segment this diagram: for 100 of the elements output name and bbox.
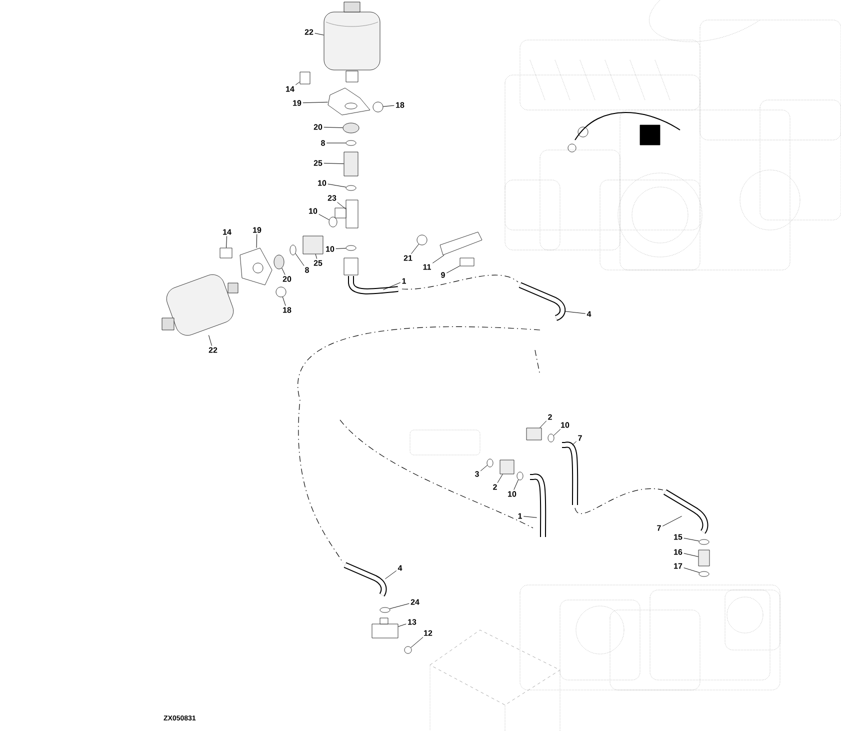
bracket-drawing	[328, 88, 370, 116]
nut-drawing	[274, 254, 284, 270]
tee-fitting-drawing	[334, 200, 358, 228]
callout-number: 21	[404, 255, 412, 261]
fitting-drawing	[698, 550, 710, 566]
ring-drawing	[516, 472, 524, 480]
leader-line	[295, 82, 300, 86]
hose-drawing	[530, 474, 546, 537]
callout-number: 14	[223, 229, 232, 235]
leader-line	[382, 282, 401, 290]
leader-line	[282, 268, 286, 276]
bracket-drawing	[240, 248, 272, 286]
callout-number: 12	[424, 630, 432, 636]
callout-number: 3	[474, 471, 479, 477]
tank-drawing	[324, 2, 380, 82]
callout-number: 14	[286, 86, 294, 92]
callout-number: 20	[314, 124, 322, 130]
leader-line	[410, 636, 424, 648]
leader-line	[336, 248, 346, 249]
callout-number: 11	[423, 264, 431, 270]
callout-number: 10	[508, 491, 516, 497]
fitting-drawing	[302, 236, 324, 254]
callout-number: 23	[328, 195, 336, 201]
callout-number: 25	[314, 260, 322, 266]
callout-number: 9	[441, 272, 445, 278]
hose-drawing	[518, 282, 566, 321]
bolt-drawing	[460, 258, 474, 266]
leader-line	[318, 214, 330, 220]
leader-line	[382, 105, 394, 107]
leader-line	[256, 234, 258, 248]
callout-number: 19	[293, 100, 302, 106]
leader-line	[328, 184, 346, 188]
callout-number: 18	[283, 307, 292, 313]
hose-drawing	[344, 562, 387, 596]
leader-line	[326, 142, 346, 144]
leader-line	[684, 538, 700, 542]
ring-drawing	[346, 140, 356, 146]
leader-line	[389, 603, 410, 609]
ring-drawing	[328, 216, 338, 228]
ring-drawing	[346, 185, 356, 191]
leader-line	[564, 311, 586, 314]
callout-number: 17	[674, 563, 682, 569]
leader-line	[398, 624, 406, 627]
clamp-drawing	[440, 232, 482, 256]
callout-number: 10	[561, 422, 570, 428]
nut-drawing	[416, 234, 428, 246]
leader-line	[384, 570, 397, 580]
callout-number: 8	[321, 140, 325, 146]
leader-line	[315, 254, 318, 260]
callout-number: 7	[657, 525, 661, 531]
callout-number: 4	[586, 311, 592, 317]
fitting-drawing	[526, 428, 542, 440]
ring-drawing	[486, 458, 494, 468]
callout-number: 19	[253, 227, 262, 233]
callout-number: 22	[208, 347, 218, 353]
leader-line	[540, 420, 547, 428]
leader-line	[432, 254, 444, 264]
tee-fitting-drawing	[372, 618, 398, 638]
leader-line	[302, 102, 328, 104]
callout-number: 20	[282, 276, 292, 282]
callout-number: 2	[548, 414, 552, 420]
callout-number: 13	[408, 619, 416, 625]
ring-drawing	[698, 539, 710, 545]
leader-line	[684, 553, 699, 557]
leader-line	[295, 253, 304, 266]
tank-drawing	[162, 274, 238, 336]
leader-line	[337, 202, 346, 210]
fitting-drawing	[344, 152, 358, 176]
callout-number: 15	[674, 534, 682, 540]
ring-drawing	[290, 244, 296, 256]
ring-drawing	[548, 434, 554, 442]
ring-drawing	[698, 571, 710, 577]
nut-drawing	[276, 286, 286, 298]
leader-line	[411, 244, 420, 254]
callout-number: 24	[410, 599, 420, 605]
hose-drawing	[663, 489, 708, 534]
hose-drawing	[344, 258, 398, 294]
leader-line	[684, 568, 700, 573]
leader-line	[324, 126, 344, 128]
callout-number: 16	[674, 549, 682, 555]
ring-drawing	[346, 245, 356, 251]
leader-line	[514, 479, 519, 490]
leader-line	[314, 32, 324, 36]
hose-drawing	[562, 442, 578, 505]
callout-number: 22	[304, 29, 314, 35]
callout-number: 7	[578, 435, 582, 441]
leader-line	[662, 516, 682, 526]
fitting-drawing	[500, 460, 514, 474]
leader-line	[446, 266, 460, 274]
leader-line	[208, 334, 212, 346]
nut-drawing	[372, 102, 384, 112]
callout-number: 25	[314, 160, 322, 166]
leader-line	[324, 162, 344, 164]
leader-line	[226, 236, 228, 248]
leader-line	[572, 441, 577, 446]
leader-line	[480, 465, 488, 472]
callout-number: 10	[318, 180, 326, 186]
callout-number: 10	[326, 246, 334, 252]
leader-line	[282, 296, 286, 306]
callout-number: 8	[305, 267, 309, 273]
